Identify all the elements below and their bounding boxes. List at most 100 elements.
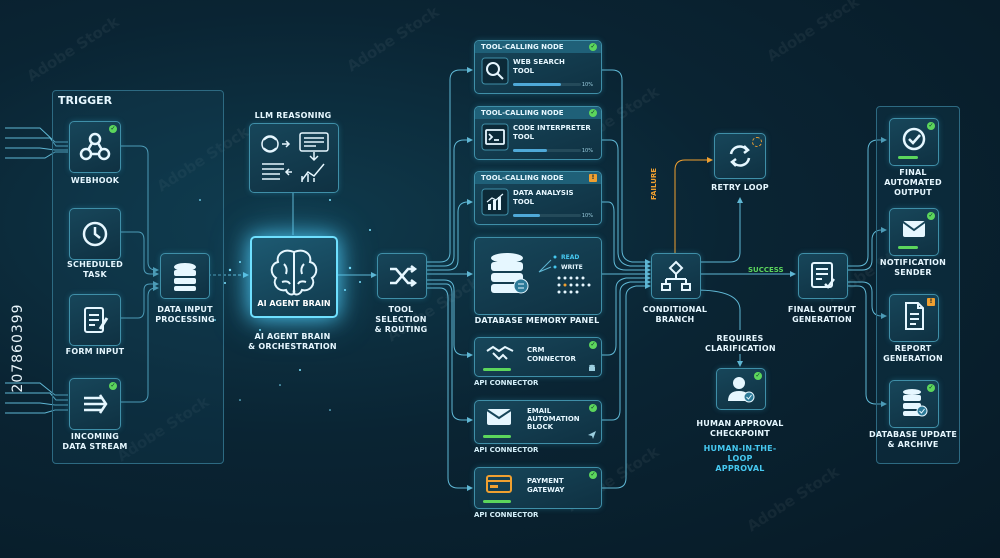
- data-input-node[interactable]: [160, 253, 210, 299]
- final-output-generation-node[interactable]: [798, 253, 848, 299]
- ok-badge: ✓: [109, 382, 117, 390]
- warning-badge: !: [589, 174, 597, 182]
- pending-badge: [752, 137, 762, 147]
- terminal-icon: [481, 123, 509, 151]
- database-icon: [491, 253, 529, 294]
- handshake-icon: [486, 345, 514, 361]
- database-icon: [903, 389, 928, 417]
- api-caption: API CONNECTOR: [474, 446, 539, 454]
- database-panel-label: DATABASE MEMORY PANEL: [474, 316, 600, 325]
- final-automated-output-node[interactable]: ✓: [889, 118, 939, 166]
- brain-inner-label: AI AGENT BRAIN: [257, 299, 331, 308]
- scheduled-task-node[interactable]: [69, 208, 121, 260]
- api-name: EMAIL AUTOMATION BLOCK: [527, 407, 580, 431]
- warning-badge: !: [927, 298, 935, 306]
- llm-reasoning-node[interactable]: [249, 123, 339, 193]
- tool-node-web-search[interactable]: TOOL-CALLING NODE ✓ WEB SEARCH TOOL 10%: [474, 40, 602, 94]
- ai-agent-brain-node[interactable]: AI AGENT BRAIN: [250, 236, 338, 318]
- database-update-node[interactable]: ✓: [889, 380, 939, 428]
- incoming-stream-node[interactable]: ✓: [69, 378, 121, 430]
- tool-progress: [513, 83, 581, 86]
- payment-gateway-node[interactable]: PAYMENT GATEWAY ✓: [474, 467, 602, 509]
- form-icon: [84, 307, 109, 333]
- llm-flow-icon: [261, 132, 329, 182]
- trigger-label-webhook: WEBHOOK: [70, 176, 120, 185]
- email-automation-node[interactable]: EMAIL AUTOMATION BLOCK ✓: [474, 400, 602, 444]
- human-approval-node[interactable]: ✓: [716, 368, 766, 410]
- report-generation-node[interactable]: !: [889, 294, 939, 342]
- output-label-report: REPORT GENERATION: [883, 344, 943, 363]
- tool-progress: [513, 214, 581, 217]
- retry-loop-node[interactable]: [714, 133, 766, 179]
- output-label-database: DATABASE UPDATE & ARCHIVE: [868, 430, 958, 449]
- crm-connector-node[interactable]: CRM CONNECTOR ✓: [474, 337, 602, 377]
- final-generation-label: FINAL OUTPUT GENERATION: [787, 305, 857, 324]
- api-name: CRM CONNECTOR: [527, 346, 576, 363]
- llm-reasoning-title: LLM REASONING: [254, 111, 332, 120]
- ok-badge: ✓: [927, 384, 935, 392]
- webhook-node[interactable]: ✓: [69, 121, 121, 173]
- checklist-icon: [811, 262, 835, 289]
- decision-icon: [661, 260, 691, 291]
- trigger-label-scheduled: SCHEDULED TASK: [67, 260, 123, 279]
- ok-badge: ✓: [589, 341, 597, 349]
- api-name: PAYMENT GATEWAY: [527, 477, 565, 494]
- stock-id: 207860399: [10, 303, 26, 393]
- trigger-title: TRIGGER: [58, 94, 113, 107]
- status-bar: [483, 500, 511, 503]
- tool-percent: 10%: [581, 213, 593, 219]
- tool-selection-node[interactable]: [377, 253, 427, 299]
- read-label: READ: [561, 254, 580, 261]
- output-label-final: FINAL AUTOMATED OUTPUT: [884, 168, 942, 197]
- trigger-label-form: FORM INPUT: [65, 347, 125, 356]
- send-icon: [588, 431, 596, 439]
- brain-label: AI AGENT BRAIN & ORCHESTRATION: [248, 332, 337, 351]
- output-label-notification: NOTIFICATION SENDER: [879, 258, 947, 277]
- ok-badge: ✓: [754, 372, 762, 380]
- notification-sender-node[interactable]: ✓: [889, 208, 939, 256]
- form-input-node[interactable]: [69, 294, 121, 346]
- tool-percent: 10%: [581, 148, 593, 154]
- tool-node-data-analysis[interactable]: TOOL-CALLING NODE ! DATA ANALYSIS TOOL 1…: [474, 171, 602, 225]
- bar-chart-icon: [481, 188, 509, 216]
- tool-progress: [513, 149, 581, 152]
- data-input-label: DATA INPUT PROCESSING: [155, 305, 215, 324]
- magnifier-icon: [481, 57, 509, 85]
- success-label: SUCCESS: [748, 266, 784, 274]
- failure-label: FAILURE: [650, 167, 658, 200]
- envelope-icon: [486, 409, 512, 425]
- tool-node-header: TOOL-CALLING NODE: [475, 107, 601, 119]
- api-caption: API CONNECTOR: [474, 379, 539, 387]
- retry-label: RETRY LOOP: [711, 183, 769, 192]
- trigger-label-stream: INCOMING DATA STREAM: [62, 432, 128, 451]
- status-bar: [483, 435, 511, 438]
- user-check-icon: [728, 377, 755, 403]
- database-memory-panel[interactable]: READ WRITE: [474, 237, 602, 315]
- shuffle-icon: [390, 265, 418, 287]
- status-bar: [483, 368, 511, 371]
- database-small-icon: [589, 364, 595, 371]
- human-approval-label: HUMAN APPROVAL CHECKPOINT: [696, 419, 784, 438]
- tool-node-code-interpreter[interactable]: TOOL-CALLING NODE ✓ CODE INTERPRETER TOO…: [474, 106, 602, 160]
- write-label: WRITE: [561, 264, 583, 271]
- conditional-branch-node[interactable]: [651, 253, 701, 299]
- requires-clarification-label: REQUIRES CLARIFICATION: [705, 334, 776, 353]
- tool-percent: 10%: [581, 82, 593, 88]
- envelope-icon: [898, 221, 926, 249]
- api-caption: API CONNECTOR: [474, 511, 539, 519]
- tool-node-header: TOOL-CALLING NODE: [475, 41, 601, 53]
- database-icon: [174, 263, 196, 291]
- ok-badge: ✓: [589, 109, 597, 117]
- tool-name: CODE INTERPRETER TOOL: [513, 124, 591, 141]
- refresh-icon: [729, 145, 751, 167]
- webhook-icon: [79, 132, 111, 161]
- conditional-label: CONDITIONAL BRANCH: [642, 305, 708, 324]
- ok-badge: ✓: [589, 43, 597, 51]
- clock-icon: [82, 221, 108, 247]
- check-circle-icon: [898, 127, 926, 159]
- tool-selection-label: TOOL SELECTION & ROUTING: [374, 305, 428, 334]
- ok-badge: ✓: [589, 471, 597, 479]
- memory-dots: [538, 255, 591, 294]
- tool-node-header: TOOL-CALLING NODE: [475, 172, 601, 184]
